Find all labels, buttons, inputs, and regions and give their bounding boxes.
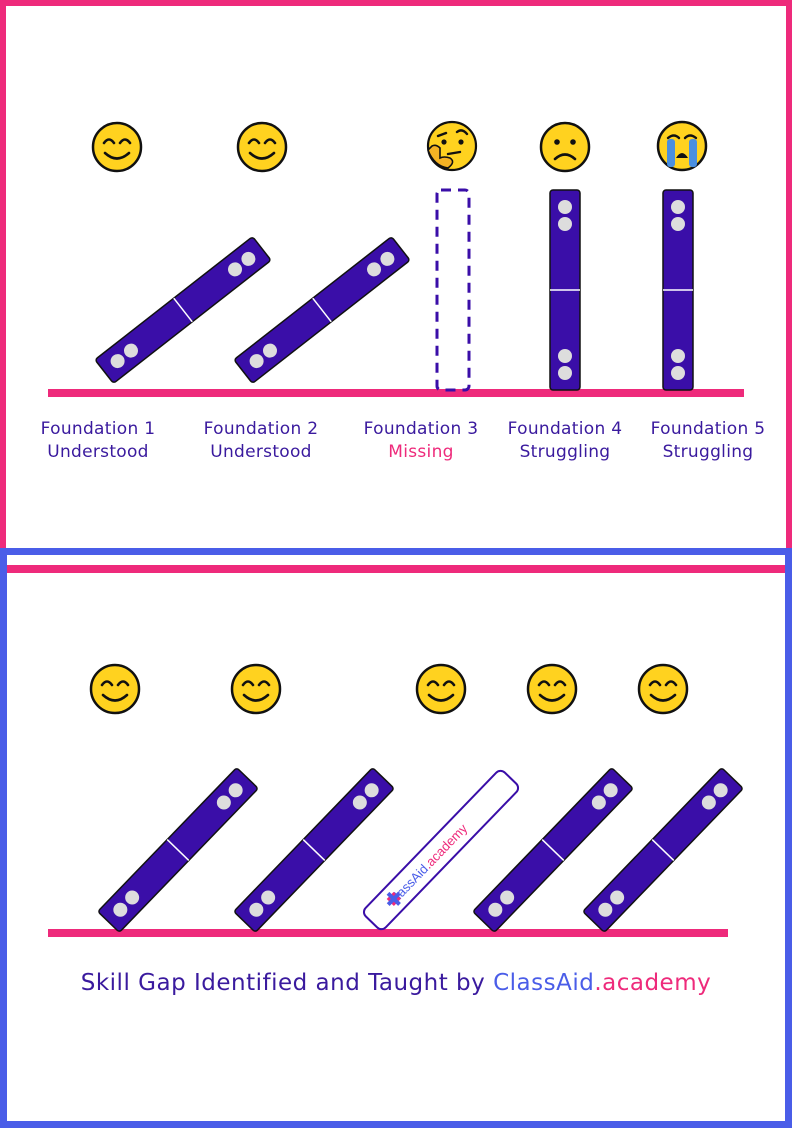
classaid-logo-icon [386, 891, 401, 907]
smiling-face-icon [526, 663, 578, 715]
brand-domain: .academy [594, 970, 712, 996]
foundation-name: Foundation 4 [507, 419, 623, 439]
brand-name: ClassAid [493, 970, 595, 996]
crying-face-icon [656, 120, 708, 172]
smiling-face-icon [415, 663, 467, 715]
foundation-name: Foundation 5 [650, 419, 766, 439]
foundation-status: Struggling [662, 442, 754, 462]
smiling-face-icon [236, 121, 288, 173]
divider-line [7, 565, 785, 573]
standing-domino-5 [662, 189, 694, 391]
foundation-status: Missing [388, 442, 454, 462]
top-panel [0, 0, 792, 556]
foundation-name: Foundation 3 [363, 419, 479, 439]
standing-domino-4 [549, 189, 581, 391]
foundation-label-5: Foundation 5 Struggling [633, 418, 783, 464]
caption: Skill Gap Identified and Taught by Class… [0, 970, 792, 996]
smiling-face-icon [89, 663, 141, 715]
caption-text: Skill Gap Identified and Taught by [80, 970, 494, 996]
smiling-face-icon [637, 663, 689, 715]
foundation-status: Understood [210, 442, 312, 462]
foundation-label-4: Foundation 4 Struggling [490, 418, 640, 464]
foundation-name: Foundation 1 [40, 419, 156, 439]
foundation-label-2: Foundation 2 Understood [186, 418, 336, 464]
foundation-name: Foundation 2 [203, 419, 319, 439]
foundation-label-1: Foundation 1 Understood [23, 418, 173, 464]
missing-domino-outline [435, 188, 471, 392]
frowning-face-icon [539, 121, 591, 173]
foundation-label-3: Foundation 3 Missing [346, 418, 496, 464]
foundation-status: Struggling [519, 442, 611, 462]
smiling-face-icon [230, 663, 282, 715]
fallen-domino-b1 [96, 766, 260, 934]
smiling-face-icon [91, 121, 143, 173]
foundation-status: Understood [47, 442, 149, 462]
thinking-face-icon [426, 120, 478, 172]
